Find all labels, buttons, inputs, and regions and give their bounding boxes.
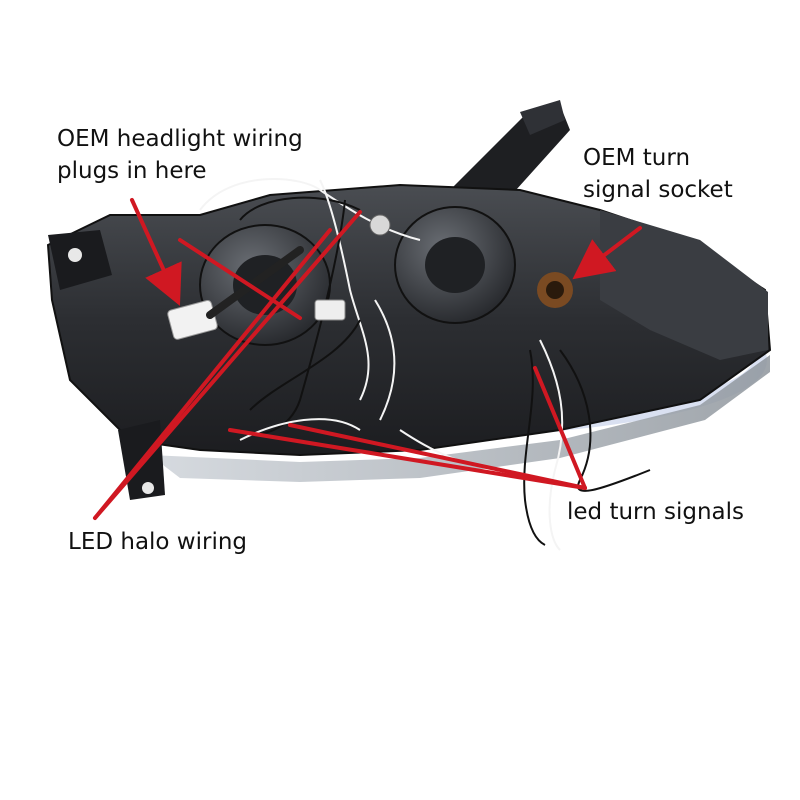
arrow-halo-2 [93,210,362,520]
arrow-led-turn-3 [533,366,587,490]
turn-signal-socket [537,272,573,308]
oem-turn-signal-line1: OEM turn [583,145,691,171]
arrow-led-turn-2 [288,423,587,490]
led-halo-wiring-label: LED halo wiring [68,529,248,555]
oem-turn-signal-line2: signal socket [583,177,733,203]
low-beam-bowl [199,224,331,346]
oem-headlight-wiring-line2: plugs in here [57,158,207,184]
oem-turn-signal-socket-label: OEM turn signal socket [583,142,733,206]
annotation-arrows [93,198,642,520]
arrow-turn-socket [572,226,642,280]
connector-plug [167,246,304,340]
arrow-oem-wiring-plug [130,198,182,306]
arrow-led-turn-1 [228,428,587,490]
high-beam-bowl [394,206,516,324]
led-turn-signals-label: led turn signals [567,499,745,525]
halo-connector [314,214,391,321]
oem-headlight-wiring-line1: OEM headlight wiring [57,126,303,152]
oem-headlight-wiring-label: OEM headlight wiring plugs in here [57,123,303,187]
